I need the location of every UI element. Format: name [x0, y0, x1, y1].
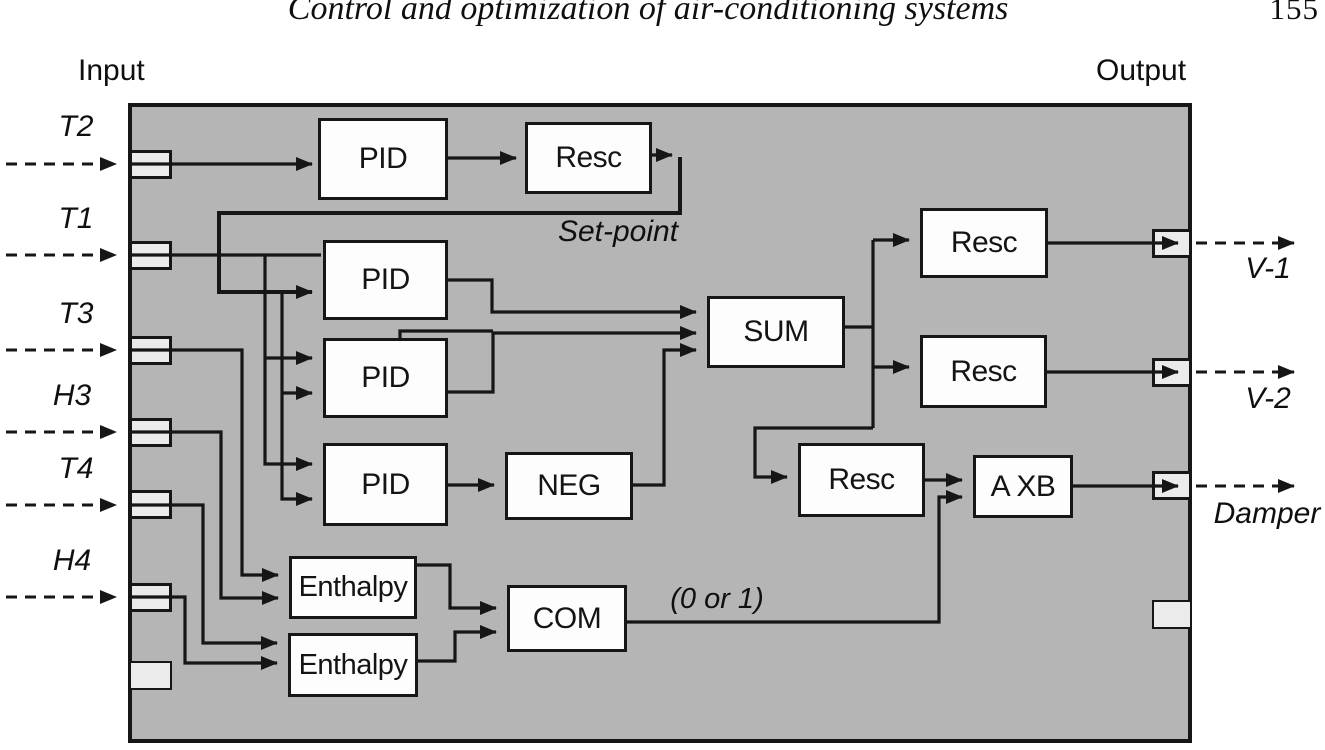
- block-axb: A XB: [973, 455, 1073, 518]
- output-section-label: Output: [1096, 54, 1187, 87]
- output-port-unused: [1152, 600, 1192, 629]
- input-port-t2: [129, 150, 172, 179]
- input-port-h3: [129, 418, 172, 447]
- input-port-h4: [129, 583, 172, 612]
- input-port-t3: [129, 336, 172, 365]
- input-label-t2: T2: [58, 110, 94, 143]
- input-section-label: Input: [78, 54, 145, 87]
- input-port-t1: [129, 241, 172, 270]
- block-enthalpy-2: Enthalpy: [288, 633, 418, 697]
- output-port-v2: [1152, 358, 1192, 387]
- zero-or-one-annotation: (0 or 1): [670, 583, 764, 615]
- output-port-v1: [1152, 229, 1192, 258]
- block-com: COM: [507, 585, 627, 652]
- block-pid-1: PID: [318, 118, 448, 200]
- input-port-t4: [129, 490, 172, 519]
- input-port-unused: [129, 661, 172, 690]
- block-pid-4: PID: [323, 443, 448, 526]
- output-label-v2: V-2: [1245, 382, 1291, 415]
- input-label-h3: H3: [52, 379, 92, 412]
- block-resc-setpoint: Resc: [525, 122, 652, 194]
- set-point-annotation: Set-point: [557, 215, 679, 248]
- page-number: 155: [1269, 0, 1319, 26]
- block-resc-damper: Resc: [798, 443, 925, 517]
- page-title: Control and optimization of air-conditio…: [287, 0, 1009, 27]
- block-enthalpy-1: Enthalpy: [289, 556, 417, 619]
- output-port-damper: [1152, 471, 1192, 500]
- block-neg: NEG: [505, 452, 633, 520]
- block-resc-v1: Resc: [920, 208, 1048, 278]
- input-label-t1: T1: [58, 202, 94, 235]
- input-label-h4: H4: [52, 544, 92, 577]
- input-label-t4: T4: [58, 452, 94, 485]
- input-label-t3: T3: [58, 297, 94, 330]
- block-pid-2: PID: [323, 240, 448, 320]
- output-label-damper: Damper: [1213, 497, 1321, 530]
- block-resc-v2: Resc: [920, 335, 1047, 408]
- output-label-v1: V-1: [1245, 252, 1291, 285]
- block-sum: SUM: [707, 296, 845, 368]
- block-pid-3: PID: [323, 338, 448, 418]
